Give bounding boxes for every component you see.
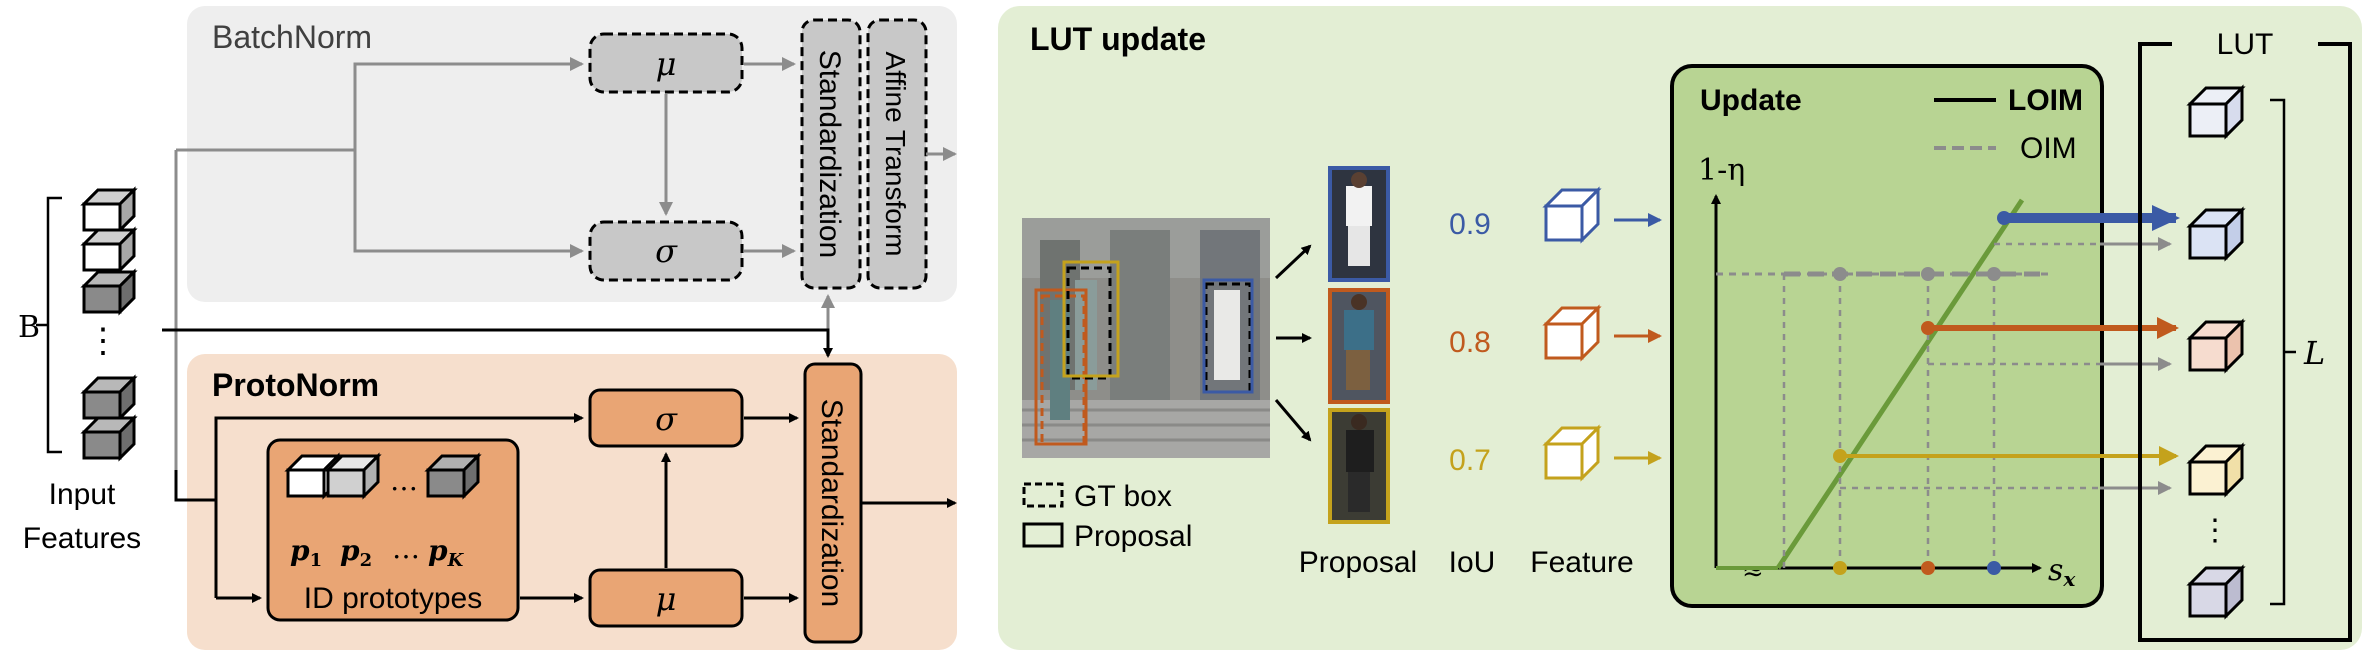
prototypes-label: ID prototypes — [304, 582, 482, 615]
lut-size-label: L — [2303, 334, 2325, 372]
batch-bracket — [36, 196, 62, 454]
feature-cube-yellow — [1542, 424, 1602, 482]
prototype-dots: … — [390, 464, 418, 497]
iou-value-blue: 0.9 — [1449, 208, 1491, 241]
scene-to-proposal-arrows — [1274, 244, 1312, 442]
col-feature-label: Feature — [1530, 546, 1633, 579]
batchnorm-mu-node — [588, 32, 744, 94]
loim-curve — [1775, 198, 2025, 570]
col-proposal-label: Proposal — [1299, 546, 1417, 579]
batchnorm-mu-label: μ — [656, 45, 677, 83]
prototype-symbols: p1 p2 … pK — [290, 532, 465, 571]
oim-point-blue — [1987, 267, 2001, 281]
lut-cube-4 — [2186, 442, 2246, 498]
scene-image — [1022, 218, 1270, 458]
feature-arrows — [1614, 213, 1662, 465]
input-label-line1: Input — [49, 478, 116, 511]
prototype-p1: p1 — [290, 534, 322, 571]
proposal-crop-yellow — [1328, 408, 1390, 524]
batchnorm-affine-label: Affine Transform — [880, 52, 911, 257]
prototype-ellipsis: … — [392, 532, 420, 565]
y-axis-label: 1-η — [1698, 153, 1745, 188]
batchnorm-panel: BatchNorm μ σ Standardization Affine Tra… — [176, 6, 957, 352]
lut-cube-3 — [2186, 318, 2246, 374]
protonorm-standardization-node — [803, 362, 863, 644]
scene-proposal-blue — [1202, 278, 1254, 394]
legend-gt-swatch — [1022, 482, 1064, 508]
protonorm-sigma-node — [588, 388, 744, 448]
lut-vertical-dots: ⋮ — [2200, 513, 2230, 548]
batchnorm-background — [187, 6, 957, 302]
axis-break: ≈ — [1742, 557, 1764, 587]
oim-update-arrows — [2100, 237, 2172, 495]
x-point-orange — [1921, 561, 1935, 575]
lut-cube-5 — [2186, 564, 2246, 620]
lut-cube-1 — [2186, 84, 2246, 140]
input-label-line2: Features — [23, 522, 141, 555]
scene-proposal-orange — [1034, 288, 1088, 446]
lut-cube-2 — [2186, 206, 2246, 262]
protonorm-title: ProtoNorm — [212, 367, 379, 403]
oim-point-orange — [1921, 267, 1935, 281]
feature-cube-blue — [1542, 186, 1602, 244]
proposal-crop-blue — [1328, 166, 1390, 282]
update-title: Update — [1700, 84, 1802, 117]
feature-cube-2 — [80, 226, 138, 274]
iou-value-orange: 0.8 — [1449, 326, 1491, 359]
batchnorm-title: BatchNorm — [212, 19, 372, 55]
protonorm-arrows — [214, 413, 957, 603]
batchnorm-sigma-label: σ — [655, 232, 678, 270]
feature-cube-orange — [1542, 304, 1602, 362]
prototype-pk: pK — [428, 534, 465, 571]
scene-gt-box-yellow — [1066, 266, 1112, 380]
protonorm-sigma-label: σ — [655, 400, 678, 438]
x-axis-label: sx — [2048, 553, 2076, 591]
legend-oim-label: OIM — [2020, 132, 2077, 165]
vertical-dots: ⋮ — [86, 321, 120, 361]
legend-proposal-swatch — [1022, 522, 1064, 548]
prototype-cube-2 — [324, 452, 382, 500]
x-point-yellow — [1833, 561, 1847, 575]
lut-box: LUT ⋮ — [2138, 28, 2352, 642]
protonorm-mu-label: μ — [656, 580, 677, 618]
batchnorm-standardization-node — [800, 18, 862, 290]
scene-proposal-yellow — [1062, 260, 1120, 378]
batchnorm-sigma-node — [588, 220, 744, 282]
batchnorm-standardization-label: Standardization — [813, 50, 846, 258]
feature-cube-3 — [80, 268, 138, 316]
protonorm-standardization-label: Standardization — [815, 399, 848, 607]
input-feature-stack: ⋮ B Input Features — [18, 186, 141, 555]
lut-title: LUT — [2217, 28, 2274, 61]
feature-cube-top — [80, 186, 138, 234]
batch-label: B — [18, 310, 40, 345]
iou-value-yellow: 0.7 — [1449, 444, 1491, 477]
protonorm-panel: ProtoNorm σ μ Standardization … p1 p2 … — [187, 354, 957, 650]
legend-loim-label: LOIM — [2008, 84, 2083, 117]
proposal-crop-orange — [1328, 288, 1390, 404]
feature-cube-4 — [80, 374, 138, 422]
col-iou-label: IoU — [1449, 546, 1496, 579]
protonorm-mu-node — [588, 568, 744, 628]
x-point-blue — [1987, 561, 2001, 575]
feature-cube-5 — [80, 414, 138, 462]
update-plot: Update LOIM OIM 1-η sx ≈ — [1670, 64, 2180, 608]
prototype-p2: p2 — [340, 534, 372, 571]
batchnorm-arrows — [176, 57, 957, 352]
prototype-cube-k — [424, 452, 482, 500]
legend-proposal-label: Proposal — [1074, 520, 1192, 553]
lut-update-title: LUT update — [1030, 21, 1206, 57]
lut-update-panel: LUT update GT box Proposal — [998, 6, 2362, 650]
legend-gt-label: GT box — [1074, 480, 1172, 513]
oim-point-yellow — [1833, 267, 1847, 281]
lut-frame — [2138, 42, 2352, 642]
lut-size-bracket — [2270, 98, 2296, 606]
input-connectors — [162, 150, 833, 502]
